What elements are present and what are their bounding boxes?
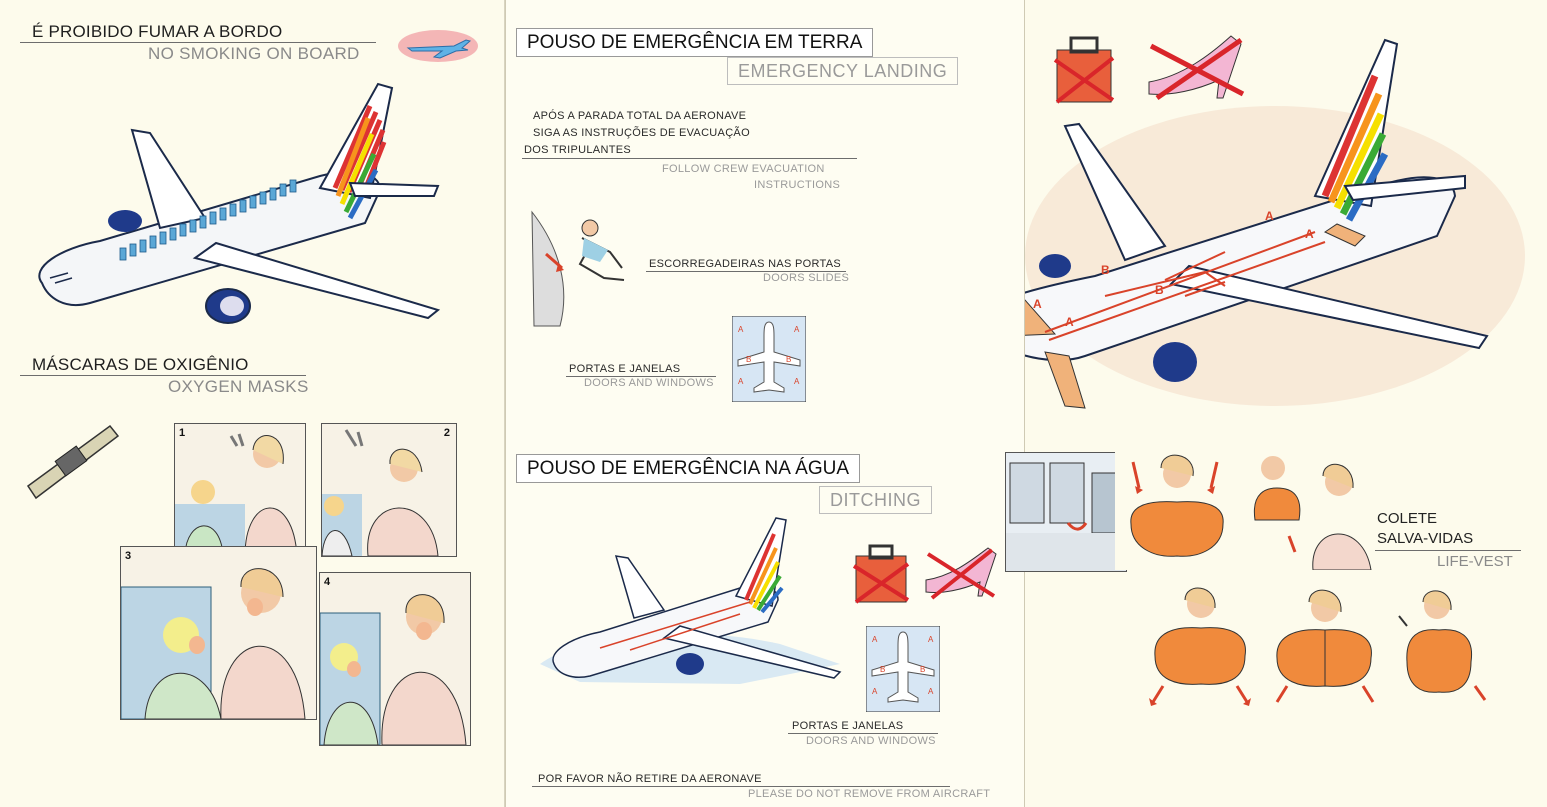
life-vest-title-pt-2: SALVA-VIDAS xyxy=(1377,530,1474,547)
exit-map-diagram: A A B B A A xyxy=(732,316,806,402)
exit-map-diagram: A A B B A A xyxy=(866,626,940,712)
no-high-heels-icon xyxy=(925,547,997,600)
doors-windows-en: DOORS AND WINDOWS xyxy=(584,377,714,389)
exit-letter-a: A xyxy=(872,687,878,696)
exit-letter-b: B xyxy=(746,355,751,364)
divider xyxy=(1375,550,1521,551)
divider xyxy=(566,376,716,377)
step-number: 1 xyxy=(179,427,186,439)
exit-letter-a: A xyxy=(1265,209,1274,223)
door-slides-en: DOORS SLIDES xyxy=(763,272,850,284)
exit-letter-a: A xyxy=(1305,227,1314,241)
exit-letter-a: A xyxy=(738,377,744,386)
exit-letter-b: B xyxy=(920,665,925,674)
evacuation-slide-illustration xyxy=(531,210,625,327)
oxygen-title-pt: MÁSCARAS DE OXIGÊNIO xyxy=(32,355,249,374)
life-vest-title-pt-1: COLETE xyxy=(1377,510,1438,527)
oxygen-step-panel: 4 xyxy=(319,572,471,746)
step-number: 4 xyxy=(324,576,331,588)
divider xyxy=(522,158,857,159)
exit-letter-a: A xyxy=(928,635,934,644)
aircraft-seating-illustration xyxy=(38,82,441,324)
door-slides-pt: ESCORREGADEIRAS NAS PORTAS xyxy=(649,258,841,270)
exit-letter-b: B xyxy=(786,355,791,364)
divider xyxy=(20,375,306,376)
emergency-exits-aircraft-illustration: A A B B A A xyxy=(1025,38,1525,409)
no-bags-icon xyxy=(1053,36,1115,104)
divider xyxy=(646,271,846,272)
divider xyxy=(20,42,376,43)
left-panel: É PROIBIDO FUMAR A BORDO NO SMOKING ON B… xyxy=(0,0,505,807)
life-vest-step-panel xyxy=(1247,452,1375,570)
oxygen-step-panel: 2 xyxy=(321,423,457,557)
exit-letter-b: B xyxy=(1155,283,1164,297)
life-vest-step-panel xyxy=(1385,586,1495,710)
exit-letter-a: A xyxy=(794,325,800,334)
middle-panel: POUSO DE EMERGÊNCIA EM TERRA EMERGENCY L… xyxy=(505,0,1025,807)
doors-windows-2-en: DOORS AND WINDOWS xyxy=(806,735,936,747)
life-vest-title-en: LIFE-VEST xyxy=(1437,553,1513,570)
emergency-landing-title-pt: POUSO DE EMERGÊNCIA EM TERRA xyxy=(516,28,874,57)
follow-crew-line-1: FOLLOW CREW EVACUATION xyxy=(662,163,825,175)
ditching-title-en: DITCHING xyxy=(819,486,932,514)
ditching-aircraft-illustration xyxy=(540,517,842,684)
seatbelt-icon xyxy=(26,424,120,500)
exit-letter-b: B xyxy=(880,665,885,674)
life-vest-step-panel xyxy=(1145,586,1255,710)
divider xyxy=(788,733,938,734)
after-stop-line-1: APÓS A PARADA TOTAL DA AERONAVE xyxy=(533,110,747,122)
no-smoking-plane-icon xyxy=(398,30,478,62)
no-smoking-title-en: NO SMOKING ON BOARD xyxy=(148,44,360,63)
exit-letter-a: A xyxy=(738,325,744,334)
doors-windows-2-pt: PORTAS E JANELAS xyxy=(792,720,904,732)
no-high-heels-icon xyxy=(1148,35,1245,101)
step-number: 3 xyxy=(125,550,132,562)
after-stop-line-3: DOS TRIPULANTES xyxy=(524,144,631,156)
exit-letter-b: B xyxy=(1101,263,1110,277)
footer-pt: POR FAVOR NÃO RETIRE DA AERONAVE xyxy=(538,773,762,785)
divider xyxy=(532,786,950,787)
exit-letter-a: A xyxy=(1065,315,1074,329)
after-stop-line-2: SIGA AS INSTRUÇÕES DE EVACUAÇÃO xyxy=(533,127,750,139)
oxygen-title-en: OXYGEN MASKS xyxy=(168,377,309,396)
doors-windows-pt: PORTAS E JANELAS xyxy=(569,363,681,375)
exit-letter-a: A xyxy=(1033,297,1042,311)
oxygen-step-panel: 3 xyxy=(120,546,317,720)
step-number: 2 xyxy=(443,427,450,439)
life-vest-step-panel xyxy=(1265,586,1385,710)
exit-letter-a: A xyxy=(872,635,878,644)
right-panel: A A B B A A xyxy=(1005,0,1547,807)
footer-en: PLEASE DO NOT REMOVE FROM AIRCRAFT xyxy=(748,788,991,800)
exit-letter-a: A xyxy=(928,687,934,696)
no-smoking-title-pt: É PROIBIDO FUMAR A BORDO xyxy=(32,22,283,41)
life-vest-step-panel xyxy=(1005,452,1127,572)
follow-crew-line-2: INSTRUCTIONS xyxy=(754,179,841,191)
ditching-title-pt: POUSO DE EMERGÊNCIA NA ÁGUA xyxy=(516,454,861,483)
oxygen-step-panel: 1 xyxy=(174,423,306,557)
life-vest-step-panel xyxy=(1115,450,1245,570)
no-bags-icon xyxy=(852,544,910,604)
exit-letter-a: A xyxy=(794,377,800,386)
emergency-landing-title-en: EMERGENCY LANDING xyxy=(727,57,959,85)
